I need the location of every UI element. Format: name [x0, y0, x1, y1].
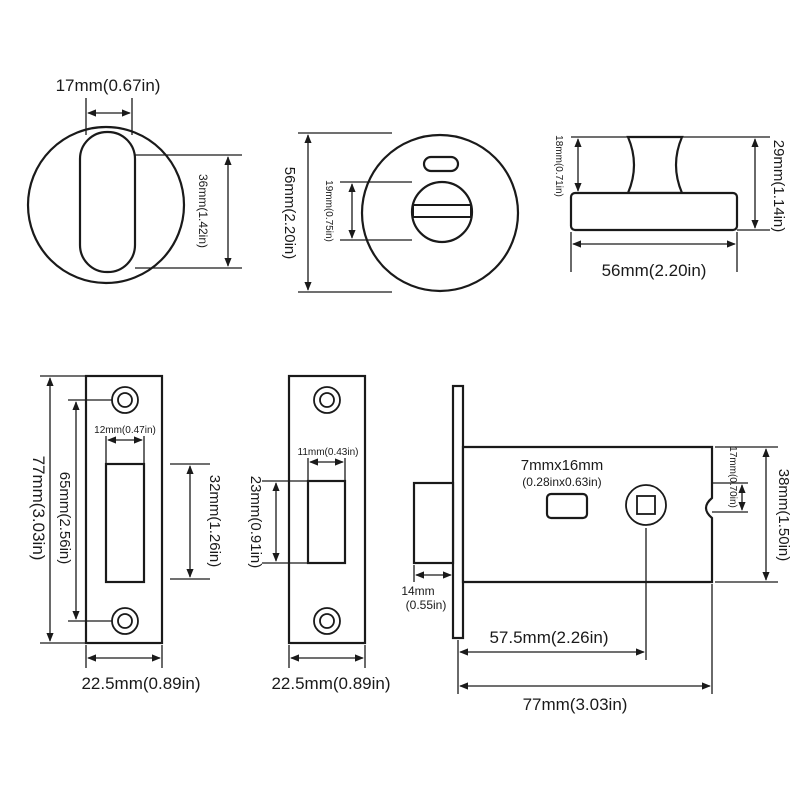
bolt-throw-label-line2: (0.55in) [406, 598, 447, 612]
knob-width-label: 17mm(0.67in) [56, 76, 161, 95]
emergency-release-slot [412, 204, 472, 218]
faceplate-height-label: 77mm(3.03in) [29, 456, 48, 561]
indicator-rose-view: 56mm(2.20in) 19mm(0.75in) [281, 132, 520, 293]
strike-slot-height-label: 23mm(0.91in) [247, 476, 264, 569]
latch-spindle-slot [545, 492, 589, 520]
strike-width-label: 22.5mm(0.89in) [271, 674, 390, 693]
hole-spacing-label: 65mm(2.56in) [56, 472, 73, 565]
faceplate-width-label: 22.5mm(0.89in) [81, 674, 200, 693]
latch-forend-plate [451, 384, 465, 640]
faceplate-bolt-slot [104, 462, 146, 584]
notch-label: 17mm(0.70in) [727, 446, 738, 508]
knob-side-base [569, 191, 739, 232]
spindle-slot-size-line1: 7mmx16mm [521, 457, 604, 474]
knob-side-height-label: 18mm(0.71in) [553, 135, 564, 197]
spindle-slot-size-line2: (0.28inx0.63in) [522, 475, 601, 489]
knob-height-label: 36mm(1.42in) [196, 174, 210, 248]
knob-grip-oval [78, 130, 137, 274]
indicator-window [422, 155, 460, 173]
turn-knob-front-view: 17mm(0.67in) 36mm(1.42in) [26, 76, 242, 285]
faceplate-slot-height-label: 32mm(1.26in) [206, 475, 223, 568]
body-height-label: 38mm(1.50in) [775, 469, 792, 562]
total-length-label: 77mm(3.03in) [523, 695, 628, 714]
latch-body-view: 7mmx16mm (0.28inx0.63in) 17mm(0.70in) 38… [401, 384, 792, 714]
backset-label: 57.5mm(2.26in) [489, 628, 608, 647]
strike-bolt-slot [306, 479, 347, 565]
knob-total-height-label: 29mm(1.14in) [770, 140, 787, 233]
knob-side-view: 18mm(0.71in) 29mm(1.14in) 56mm(2.20in) [553, 135, 787, 280]
faceplate-view: 77mm(3.03in) 65mm(2.56in) 12mm(0.47in) 3… [29, 374, 223, 693]
strike-slot-width-label: 11mm(0.43in) [298, 447, 359, 458]
faceplate-slot-width-label: 12mm(0.47in) [94, 425, 156, 436]
knob-side-grip [626, 135, 684, 195]
latch-square-spindle-hole [636, 495, 656, 515]
bolt-throw-label-line1: 14mm [401, 584, 434, 598]
slot-length-label: 19mm(0.75in) [323, 180, 334, 242]
rose-diameter-label: 56mm(2.20in) [281, 167, 298, 260]
latch-bolt [412, 481, 455, 565]
strike-plate-view: 11mm(0.43in) 23mm(0.91in) 22.5mm(0.89in) [247, 374, 391, 693]
knob-side-width-label: 56mm(2.20in) [602, 261, 707, 280]
